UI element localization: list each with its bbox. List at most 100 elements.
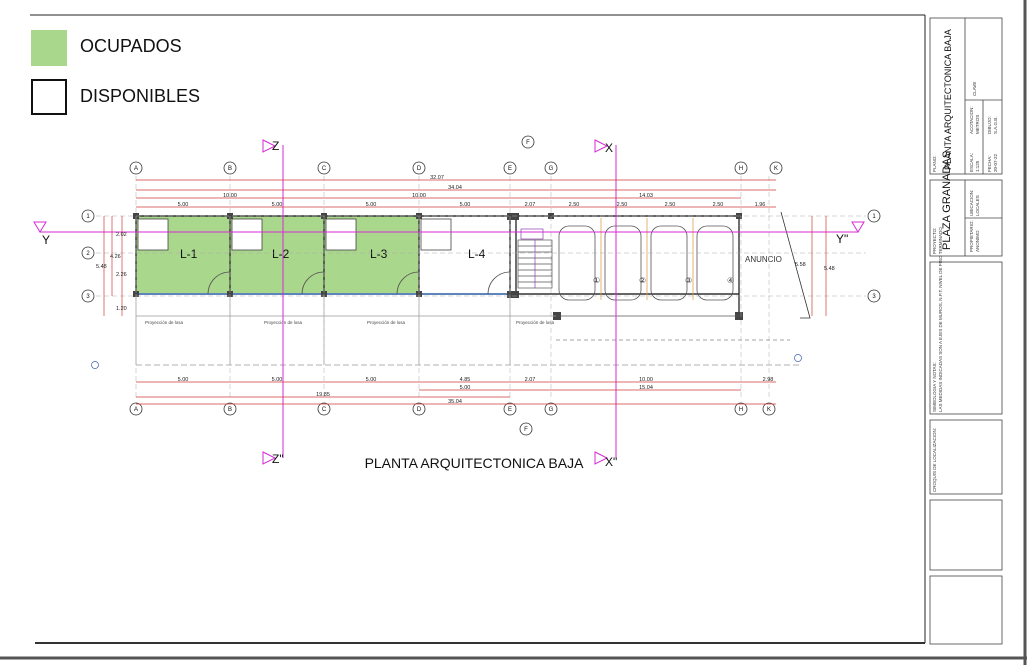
dimension-labels-right: 5.58 5.48	[795, 262, 835, 272]
acot-label: ACOTACION:	[969, 106, 974, 134]
parking-number-2: ②	[639, 276, 646, 285]
fecha-value: 20-07-22	[993, 153, 998, 172]
local-label-l3: L-3	[370, 247, 388, 261]
dimension-lines-left	[103, 216, 123, 316]
staircase	[517, 228, 553, 289]
escala-label: ESCALA:	[969, 153, 974, 172]
svg-text:2.50: 2.50	[665, 202, 676, 208]
notes-label: SIMBOLOGIA Y NOTAS:	[932, 362, 937, 412]
svg-text:1.20: 1.20	[116, 306, 127, 312]
ubicacion-value: LOCALES	[975, 195, 980, 216]
svg-text:5.00: 5.00	[460, 202, 471, 208]
plano-label: PLANO:	[932, 155, 937, 172]
local-labels: L-1 L-2 L-3 L-4	[180, 247, 486, 261]
croquis-label: CROQUIS DE LOCALIZACION:	[932, 428, 937, 492]
proyecto-label: PROYECTO:	[932, 228, 937, 254]
acot-value: METROS	[975, 115, 980, 134]
svg-text:4.85: 4.85	[460, 377, 471, 383]
svg-text:G: G	[549, 166, 554, 172]
legend-occupied-swatch	[31, 30, 67, 66]
svg-text:D: D	[417, 407, 422, 413]
parking-area	[556, 211, 811, 341]
row-bubble-labels: 1 2 3 1 3	[86, 214, 876, 300]
svg-text:A: A	[134, 407, 138, 413]
dibujo-label: DIBUJO:	[987, 116, 992, 134]
svg-text:5.00: 5.00	[460, 385, 471, 391]
local-label-l1: L-1	[180, 247, 198, 261]
dimension-labels-top: 32.07 34.04 10.00 10.00 14.03 5.00 5.00 …	[178, 175, 766, 208]
propietario-label: PROPIETARIO:	[969, 220, 974, 252]
section-z-top: Z	[272, 139, 279, 153]
parking-number-1: ①	[593, 276, 600, 285]
svg-text:5.00: 5.00	[272, 377, 283, 383]
clave-label: CLAVE	[972, 82, 977, 96]
legend-occupied-label: OCUPADOS	[80, 36, 182, 56]
svg-text:10.00: 10.00	[639, 377, 653, 383]
svg-text:2.07: 2.07	[525, 377, 536, 383]
level-markers	[91, 354, 802, 369]
axis-bubble-labels-bottom: A B C D E F G H K	[134, 407, 771, 433]
svg-text:C: C	[322, 407, 327, 413]
parking-number-4: ④	[727, 276, 734, 285]
svg-text:2.26: 2.26	[116, 272, 127, 278]
svg-text:3: 3	[86, 294, 90, 300]
svg-text:C: C	[322, 166, 327, 172]
occupied-locals-fill	[136, 216, 419, 293]
drawing-title: PLANTA ARQUITECTONICA BAJA	[365, 455, 585, 471]
svg-text:14.03: 14.03	[639, 193, 653, 199]
section-x-bottom: X"	[605, 455, 617, 469]
svg-text:32.07: 32.07	[430, 175, 444, 181]
local-label-l2: L-2	[272, 247, 290, 261]
project-name-vertical: PLAZA GRANADAS	[941, 151, 953, 250]
legend-available-swatch	[31, 79, 67, 115]
svg-text:35.04: 35.04	[448, 399, 462, 405]
svg-text:5.00: 5.00	[272, 202, 283, 208]
dimension-lines-top	[136, 179, 776, 208]
svg-text:D: D	[417, 166, 422, 172]
svg-text:2.98: 2.98	[763, 377, 774, 383]
slab-label-1: Proyección de losa	[145, 320, 184, 325]
svg-text:1.96: 1.96	[755, 202, 766, 208]
axis-bubbles-top	[129, 135, 783, 175]
svg-text:K: K	[774, 166, 778, 172]
svg-text:G: G	[549, 407, 554, 413]
section-x-top: X	[605, 141, 613, 155]
dimension-lines-bottom	[136, 381, 776, 405]
svg-text:5.00: 5.00	[366, 202, 377, 208]
dibujo-value: S.A.G.B.	[993, 116, 998, 134]
svg-text:2.50: 2.50	[569, 202, 580, 208]
row-bubbles	[81, 209, 881, 303]
section-z-bottom: Z"	[272, 452, 284, 466]
axis-bubble-labels-top: A B C D E F G H K	[134, 140, 778, 172]
title-block-small-text: PLANO: CLAVE ACOTACION: METROS ESCALA: 1…	[932, 82, 998, 492]
slab-label-4: Proyección de losa	[516, 320, 555, 325]
svg-text:E: E	[508, 166, 512, 172]
ubicacion-label: UBICACION:	[969, 190, 974, 216]
svg-text:K: K	[767, 407, 771, 413]
svg-text:5.00: 5.00	[366, 377, 377, 383]
grid-lines	[96, 176, 866, 400]
svg-text:10.00: 10.00	[412, 193, 426, 199]
svg-text:1: 1	[86, 214, 90, 220]
svg-text:H: H	[739, 407, 743, 413]
parking-numbers: ① ② ③ ④	[593, 276, 734, 285]
section-labels: Z Z" X X" Y Y"	[42, 139, 848, 469]
svg-text:F: F	[524, 427, 528, 433]
local-label-l4: L-4	[468, 247, 486, 261]
parking-area-label: ANUNCIO	[745, 255, 782, 264]
slab-label-3: Proyección de losa	[367, 320, 406, 325]
dimension-labels-left: 2.02 4.26 2.26 5.48 1.20	[96, 232, 127, 312]
propietario-value: ANONIMO	[975, 230, 980, 252]
svg-text:2.07: 2.07	[525, 202, 536, 208]
svg-text:10.00: 10.00	[223, 193, 237, 199]
svg-text:E: E	[508, 407, 512, 413]
svg-text:19.85: 19.85	[316, 392, 330, 398]
notes-value: LAS MEDIDAS INDICADAS SON A EJES DE MURO…	[938, 227, 943, 412]
section-y-right: Y"	[836, 232, 848, 246]
svg-text:5.48: 5.48	[96, 264, 107, 270]
dimension-lines-right	[811, 216, 827, 316]
title-block-frames	[929, 17, 1003, 645]
svg-text:3: 3	[872, 294, 876, 300]
